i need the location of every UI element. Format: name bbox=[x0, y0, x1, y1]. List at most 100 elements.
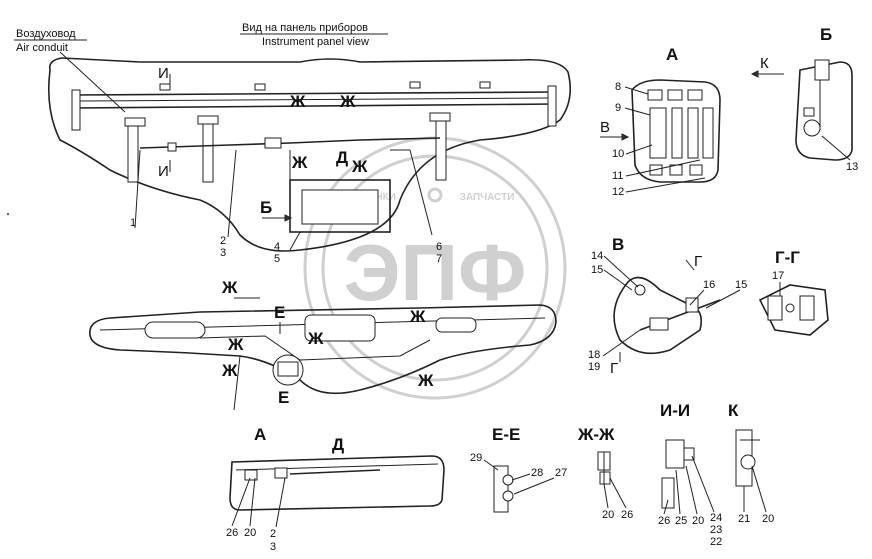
switch-top-1 bbox=[647, 89, 663, 101]
view-B-title: Б bbox=[820, 25, 832, 44]
part-3: 3 bbox=[220, 247, 226, 259]
view-V-arrow-label: В bbox=[600, 119, 610, 136]
support-2 bbox=[202, 119, 214, 183]
front-view-harness bbox=[199, 335, 431, 361]
watermark-gear-icon bbox=[427, 187, 443, 203]
bracket-1 bbox=[124, 117, 146, 127]
leader-14 bbox=[603, 255, 639, 288]
dashboard-front-view bbox=[89, 304, 557, 411]
part-8: 8 bbox=[615, 81, 621, 93]
leader-28 bbox=[511, 473, 531, 481]
air-conduit-bottom-edge bbox=[74, 103, 556, 109]
leader-2-3 bbox=[227, 149, 237, 238]
watermark-logo: ЭПФ bbox=[344, 228, 527, 317]
view-EE-bolt-1 bbox=[502, 474, 514, 486]
view-D-clip-2 bbox=[274, 467, 288, 479]
ii-part-26: 26 bbox=[658, 515, 670, 527]
k-part-20: 20 bbox=[762, 513, 774, 525]
switch-slot-1 bbox=[649, 107, 667, 159]
leader-29 bbox=[483, 459, 499, 471]
view-V-pivot bbox=[634, 284, 646, 296]
view-EE-bolt-2 bbox=[502, 490, 514, 502]
view-GG-bolt bbox=[785, 303, 795, 313]
ee-part-28: 28 bbox=[531, 467, 543, 479]
air-conduit-center bbox=[79, 97, 551, 102]
switch-slot-4 bbox=[702, 107, 714, 159]
section-Zh-9: Ж bbox=[221, 361, 238, 380]
view-B-bracket bbox=[795, 59, 853, 161]
top-part-4 bbox=[479, 81, 491, 89]
ii-part-24: 24 bbox=[710, 512, 722, 524]
part-1: 1 bbox=[130, 217, 136, 229]
bottom-part-2: 2 bbox=[270, 528, 276, 540]
section-Zh-1: Ж bbox=[289, 92, 306, 111]
view-D-panel bbox=[229, 455, 445, 511]
left-end-cap bbox=[71, 89, 81, 131]
section-G-1: Г bbox=[694, 253, 702, 270]
view-A-title: А bbox=[666, 45, 678, 64]
leader-8 bbox=[624, 86, 649, 95]
view-V-block bbox=[649, 317, 669, 331]
zz-part-26: 26 bbox=[621, 509, 633, 521]
top-part-2 bbox=[254, 83, 266, 91]
section-Zh-4: Ж bbox=[351, 157, 368, 176]
instrument-screen bbox=[301, 189, 379, 225]
leader-ii26 bbox=[663, 499, 669, 515]
leader-12 bbox=[625, 177, 706, 193]
arrow-head-B bbox=[284, 214, 293, 222]
switch-top-3 bbox=[687, 89, 703, 101]
section-D-mid: Д bbox=[336, 148, 348, 167]
section-Zh-5: Ж bbox=[221, 278, 238, 297]
view-II-nut bbox=[683, 447, 695, 461]
view-II-detail bbox=[661, 439, 695, 509]
view-K-arrow-label: К bbox=[760, 55, 769, 72]
ii-part-23: 23 bbox=[710, 524, 722, 536]
front-view-vent-right bbox=[435, 317, 477, 333]
watermark: ЭПФ ПЛАНКИ ЗАПЧАСТИ bbox=[303, 136, 567, 400]
view-GG-plate-1 bbox=[767, 295, 783, 321]
zz-part-20: 20 bbox=[602, 509, 614, 521]
switch-bottom-3 bbox=[689, 164, 703, 176]
part-7: 7 bbox=[436, 253, 442, 265]
view-GG-title: Г-Г bbox=[775, 248, 800, 267]
view-ZhZh-clip bbox=[599, 471, 611, 485]
air-conduit-top-edge bbox=[74, 91, 556, 96]
switch-top-2 bbox=[667, 89, 683, 101]
section-I-bottom: И bbox=[158, 163, 169, 180]
view-B-nut bbox=[803, 119, 821, 137]
part-12: 12 bbox=[612, 186, 624, 198]
part-4: 4 bbox=[274, 241, 280, 253]
section-Zh-6: Ж bbox=[409, 307, 426, 326]
bottom-part-20: 20 bbox=[244, 527, 256, 539]
k-part-21: 21 bbox=[738, 513, 750, 525]
leader-zz26 bbox=[609, 477, 627, 509]
view-GG-plate-2 bbox=[799, 295, 815, 321]
switch-slot-3 bbox=[687, 107, 699, 159]
section-Zh-7: Ж bbox=[227, 335, 244, 354]
section-Zh-10: Ж bbox=[417, 371, 434, 390]
leader-b26 bbox=[231, 477, 251, 527]
ii-part-22: 22 bbox=[710, 536, 722, 548]
view-ZhZh-title: Ж-Ж bbox=[577, 425, 615, 444]
watermark-right-word: ЗАПЧАСТИ bbox=[460, 192, 515, 203]
part-19: 19 bbox=[588, 361, 600, 373]
air-conduit-leader bbox=[59, 51, 126, 113]
stray-dot bbox=[7, 213, 9, 215]
part-5: 5 bbox=[274, 253, 280, 265]
view-V-clip bbox=[685, 297, 699, 313]
part-16: 16 bbox=[703, 279, 715, 291]
view-II-bracket bbox=[665, 439, 685, 469]
view-II-plate bbox=[661, 477, 675, 509]
view-B-tab bbox=[803, 107, 815, 117]
part-9: 9 bbox=[615, 102, 621, 114]
leader-10 bbox=[625, 144, 653, 155]
air-conduit-ru-label: Воздуховод bbox=[16, 28, 76, 40]
leader-b20 bbox=[249, 477, 256, 527]
view-D-clip-1 bbox=[244, 469, 258, 481]
view-B-clamp bbox=[814, 59, 830, 81]
leader-18 bbox=[602, 329, 641, 357]
part-6: 6 bbox=[436, 241, 442, 253]
part-15b: 15 bbox=[735, 279, 747, 291]
clamp-i bbox=[167, 142, 177, 152]
